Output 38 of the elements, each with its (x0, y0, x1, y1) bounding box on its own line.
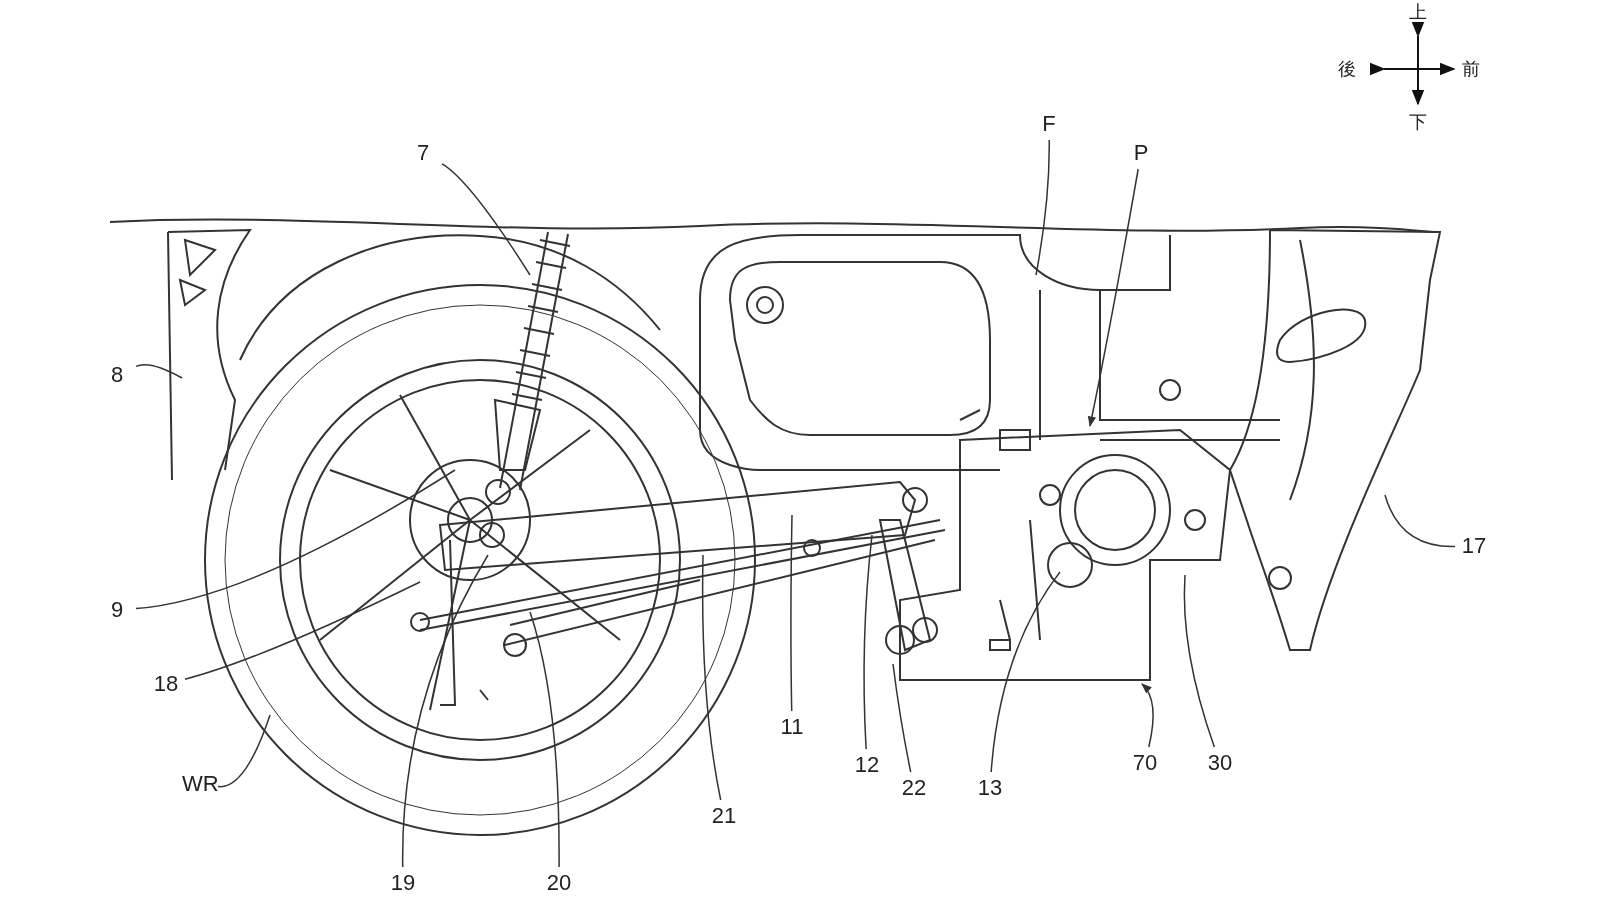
callout-number: 21 (707, 802, 741, 830)
callout-number: 19 (386, 869, 420, 897)
leader-line (863, 534, 873, 750)
callout-number: 7 (406, 139, 440, 167)
leader-line (1087, 168, 1139, 428)
callout-number: 17 (1457, 532, 1491, 560)
callout-number: F (1032, 110, 1066, 138)
leader-line (217, 714, 271, 788)
callout-number: 13 (973, 774, 1007, 802)
direction-label: 後 (1338, 59, 1356, 79)
callout-number: 9 (100, 596, 134, 624)
direction-label: 上 (1409, 2, 1427, 22)
callout-number: 20 (542, 869, 576, 897)
callout-number: 18 (149, 670, 183, 698)
leader-line (1035, 139, 1050, 276)
direction-label: 下 (1409, 112, 1427, 132)
callout-number: 22 (897, 774, 931, 802)
leader-line (990, 571, 1061, 773)
leader-line (529, 611, 560, 868)
callout-number: 11 (775, 713, 809, 741)
callout-number: WR (182, 770, 216, 798)
leader-line (701, 554, 722, 801)
callout-number: 70 (1128, 749, 1162, 777)
leader-line (892, 663, 912, 773)
leader-line (441, 163, 531, 276)
leader-line (790, 514, 793, 712)
leader-line (1141, 683, 1154, 748)
leader-line (1183, 574, 1216, 748)
callout-number: 30 (1203, 749, 1237, 777)
leader-line (1384, 494, 1456, 548)
leader-line (135, 363, 183, 379)
leader-line (402, 554, 489, 868)
direction-label: 前 (1462, 59, 1480, 79)
callout-number: 8 (100, 361, 134, 389)
callout-number: P (1124, 139, 1158, 167)
callout-number: 12 (850, 751, 884, 779)
leader-line (135, 469, 456, 610)
leader-line (184, 581, 421, 680)
